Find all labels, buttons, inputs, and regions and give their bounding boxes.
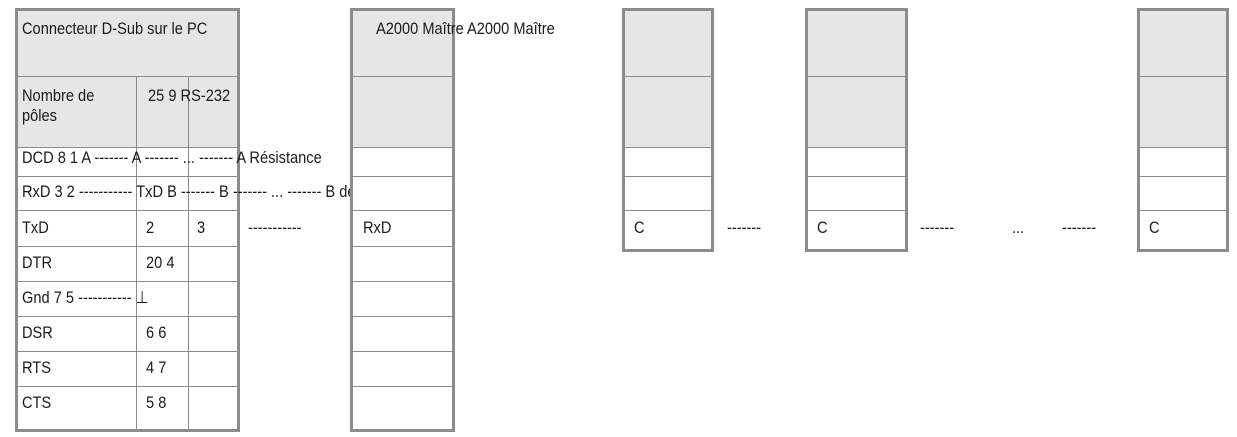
pc-col-divider <box>188 76 189 429</box>
dtr-signal: DTR <box>22 253 53 272</box>
pc-poles-row <box>18 76 237 147</box>
master-row-line <box>353 176 452 177</box>
rts-signal: RTS <box>22 358 51 377</box>
slave-node-3 <box>1137 8 1229 252</box>
node-row-line <box>625 210 711 211</box>
node-2-c-label: C <box>817 218 828 237</box>
pc-row-line <box>18 176 237 177</box>
pc-row-line <box>18 316 237 317</box>
link-c-node1-node2: ------- <box>727 218 762 237</box>
node-row-line <box>808 210 905 211</box>
txd-pin-25: 2 <box>146 218 155 237</box>
pc-col-divider <box>136 76 137 429</box>
pc-row-line <box>18 351 237 352</box>
slave-node-2 <box>805 8 908 252</box>
poles-label: Nombre de pôles <box>22 86 95 125</box>
wire-c-pc-to-master: ----------- <box>248 218 302 237</box>
cts-pins: 5 8 <box>146 393 167 412</box>
master-row-line <box>353 281 452 282</box>
master-row-line <box>353 147 452 148</box>
node-shaded-cell <box>1140 76 1226 147</box>
rts-pins: 4 7 <box>146 358 167 377</box>
pc-row-line <box>18 147 237 148</box>
cts-signal: CTS <box>22 393 52 412</box>
node-row-line <box>1140 176 1226 177</box>
link-c-to-node3: ------- <box>1062 218 1097 237</box>
link-c-node2-gap: ------- <box>920 218 955 237</box>
pc-row-line <box>18 210 237 211</box>
pc-header-row <box>18 11 237 76</box>
rxd-wire-row: RxD 3 2 ----------- TxD B ------- B ----… <box>22 182 405 201</box>
node-shaded-cell <box>808 11 905 76</box>
node-row-line <box>808 147 905 148</box>
txd-pin-9: 3 <box>197 218 206 237</box>
node-shaded-cell <box>1140 11 1226 76</box>
gnd-wire-row: Gnd 7 5 ----------- ⊥ <box>22 288 149 307</box>
master-column <box>350 8 455 432</box>
txd-signal: TxD <box>22 218 49 237</box>
master-header-cell <box>353 11 452 76</box>
node-row-line <box>1140 147 1226 148</box>
master-row-line <box>353 210 452 211</box>
pc-connector-table <box>15 8 240 432</box>
pc-row-line <box>18 281 237 282</box>
node-row-line <box>625 176 711 177</box>
master-header-label: A2000 Maître A2000 Maître <box>376 19 555 38</box>
slave-node-1 <box>622 8 714 252</box>
node-shaded-cell <box>625 11 711 76</box>
node-row-line <box>625 147 711 148</box>
pc-connector-title: Connecteur D-Sub sur le PC <box>22 19 208 38</box>
master-row-line <box>353 316 452 317</box>
dtr-pins: 20 4 <box>146 253 175 272</box>
master-row-line <box>353 351 452 352</box>
node-3-c-label: C <box>1149 218 1160 237</box>
master-rxd-label: RxD <box>363 218 392 237</box>
master-row-line <box>353 386 452 387</box>
node-row-line <box>1140 210 1226 211</box>
link-c-ellipsis: ... <box>1012 218 1025 237</box>
node-shaded-cell <box>808 76 905 147</box>
master-row-line <box>353 246 452 247</box>
dsr-pins: 6 6 <box>146 323 167 342</box>
dsr-signal: DSR <box>22 323 53 342</box>
node-shaded-cell <box>625 76 711 147</box>
dcd-wire-row: DCD 8 1 A ------- A ------- ... ------- … <box>22 148 322 167</box>
poles-columns-label: 25 9 RS-232 <box>148 86 231 105</box>
node-row-line <box>808 176 905 177</box>
node-1-c-label: C <box>634 218 645 237</box>
master-shaded-cell <box>353 76 452 147</box>
pc-row-line <box>18 386 237 387</box>
pc-row-line <box>18 246 237 247</box>
